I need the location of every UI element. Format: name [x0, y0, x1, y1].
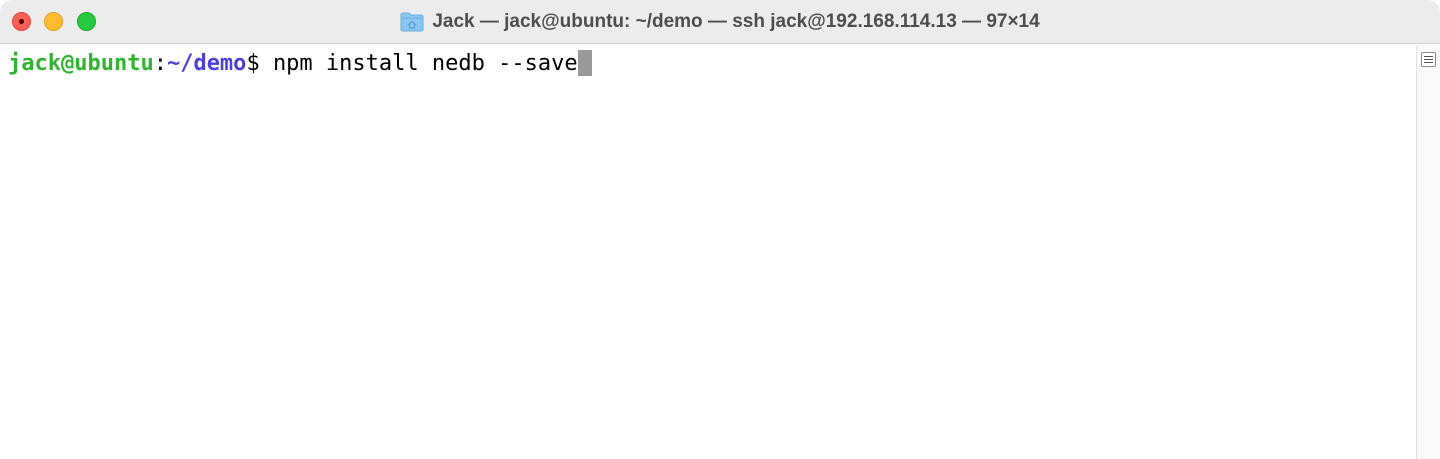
prompt-path: ~/demo: [166, 51, 247, 76]
window-title: Jack — jack@ubuntu: ~/demo — ssh jack@19…: [432, 11, 1040, 32]
zoom-button[interactable]: [77, 12, 96, 31]
prompt-user: jack@ubuntu: [8, 51, 154, 76]
prompt-line: jack@ubuntu:~/demo$ npm install nedb --s…: [8, 50, 592, 78]
scrollbar[interactable]: [1416, 45, 1440, 459]
prompt-symbol: $: [246, 51, 273, 76]
title-bar[interactable]: Jack — jack@ubuntu: ~/demo — ssh jack@19…: [0, 0, 1440, 44]
prompt-colon: :: [153, 51, 167, 76]
text-cursor: [577, 50, 592, 76]
minimize-button[interactable]: [44, 12, 63, 31]
terminal-content[interactable]: jack@ubuntu:~/demo$ npm install nedb --s…: [0, 45, 1416, 459]
scroll-marks-icon[interactable]: [1421, 52, 1436, 67]
title-container: Jack — jack@ubuntu: ~/demo — ssh jack@19…: [0, 0, 1440, 44]
close-button[interactable]: [12, 12, 31, 31]
home-folder-icon: [400, 12, 424, 32]
command-text: npm install nedb --save: [272, 51, 578, 76]
close-icon: [19, 19, 24, 24]
